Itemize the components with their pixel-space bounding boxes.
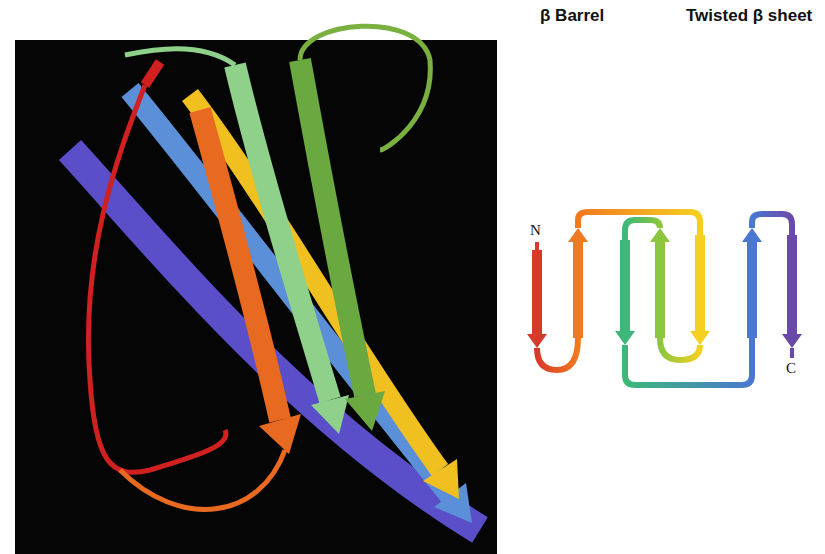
terminus-label: C (786, 360, 796, 377)
terminus-label: N (530, 222, 541, 239)
topology-loops (537, 212, 792, 385)
topology-strands (527, 228, 802, 348)
panel-heading: Twisted β sheet (686, 6, 812, 26)
ribbon-model (70, 26, 480, 530)
render-background (15, 40, 497, 554)
panel-heading: β Barrel (540, 6, 604, 26)
